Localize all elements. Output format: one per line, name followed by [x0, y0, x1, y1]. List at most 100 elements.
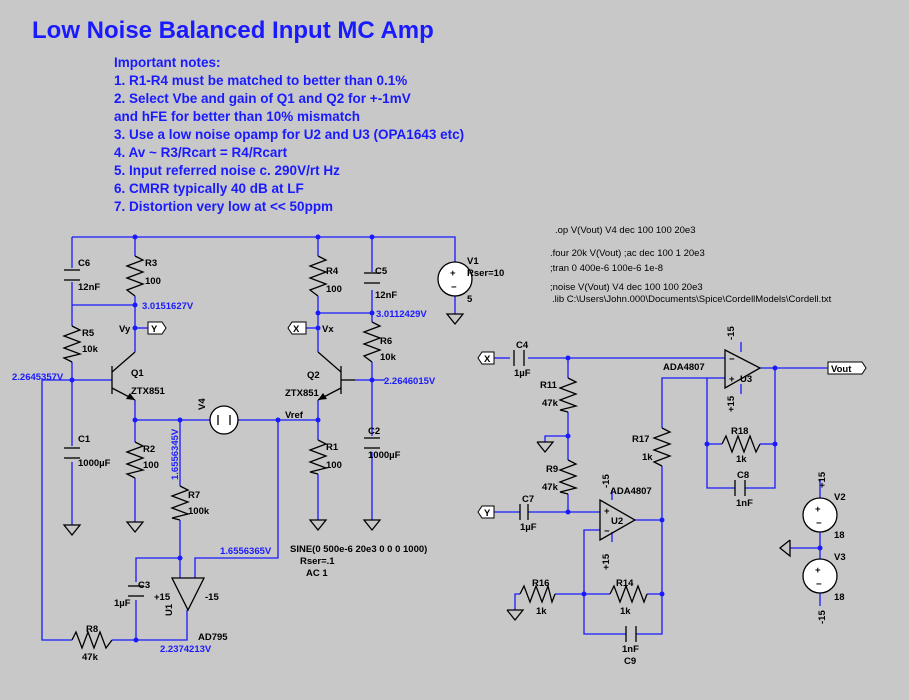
svg-text:−: − [604, 526, 610, 537]
transistor-q2[interactable]: Q2 ZTX851 [285, 351, 355, 401]
resistor-r1[interactable]: R1 100 [308, 439, 342, 475]
u3-label: U3 [740, 374, 752, 385]
note-heading: Important notes: [114, 55, 221, 70]
capacitor-c2[interactable]: C2 1000µF [364, 426, 401, 461]
net-flag-vx: X Vx [287, 321, 334, 335]
directive-tran: ;tran 0 400e-6 100e-6 1e-8 [550, 263, 663, 274]
capacitor-c6[interactable]: C6 12nF [64, 258, 100, 293]
directive-noise: ;noise V(Vout) V4 dec 100 100 20e3 [550, 282, 703, 293]
r6-label: R6 [380, 336, 392, 347]
resistor-r4[interactable]: R4 100 [308, 255, 342, 297]
c9-label: C9 [624, 656, 636, 667]
junction-dots [69, 234, 823, 643]
net-x-right-text: X [484, 354, 491, 365]
r2-value: 100 [143, 460, 159, 471]
note-line-4: 3. Use a low noise opamp for U2 and U3 (… [114, 127, 464, 142]
r17-value: 1k [642, 452, 653, 463]
resistor-r18[interactable]: R18 1k [721, 426, 761, 465]
v4-label: V4 [197, 398, 208, 410]
net-vy-label: Vy [119, 324, 131, 335]
net-y-right-text: Y [484, 508, 491, 519]
resistor-r9[interactable]: R9 47k [542, 459, 579, 495]
v1-label: V1 [467, 256, 479, 267]
v3-label: V3 [834, 552, 846, 563]
c8-value: 1nF [736, 498, 753, 509]
transistor-q1[interactable]: Q1 ZTX851 [111, 351, 166, 401]
resistor-r11[interactable]: R11 47k [540, 377, 579, 413]
resistor-r17[interactable]: R17 1k [632, 427, 672, 467]
r5-label: R5 [82, 328, 95, 339]
net-vout-text: Vout [831, 364, 852, 375]
r7-value: 100k [188, 506, 210, 517]
voltage-source-v1[interactable]: + − V1 Rser=10 5 [437, 256, 504, 305]
r2-label: R2 [143, 444, 155, 455]
voltage-source-v3[interactable]: + − V3 18 -15 [802, 552, 846, 624]
directive-four: .four 20k V(Vout) ;ac dec 100 1 20e3 [550, 248, 705, 259]
net-x-flag-text: X [293, 324, 300, 335]
u1-model: AD795 [198, 632, 228, 643]
directive-op: .op V(Vout) V4 dec 100 100 20e3 [555, 225, 696, 236]
c1-label: C1 [78, 434, 91, 445]
c7-value: 1µF [520, 522, 537, 533]
r8-value: 47k [82, 652, 99, 663]
r11-value: 47k [542, 398, 559, 409]
capacitor-c8[interactable]: C8 1nF [734, 470, 753, 509]
voltage-u1-output: 2.2374213V [160, 644, 212, 655]
capacitor-c7[interactable]: C7 1µF [519, 494, 537, 533]
net-flag-x-right: X [477, 351, 495, 365]
net-flag-vy: Vy Y [119, 321, 167, 335]
v2-label: V2 [834, 492, 846, 503]
resistor-r2[interactable]: R2 100 [125, 441, 159, 479]
voltage-source-v2[interactable]: + − V2 18 +15 [802, 471, 846, 541]
voltage-source-v4[interactable]: V4 [197, 398, 239, 435]
resistor-r7[interactable]: R7 100k [170, 485, 210, 521]
svg-text:−: − [729, 354, 735, 365]
capacitor-c1[interactable]: C1 1000µF [64, 434, 111, 469]
note-line-8: 7. Distortion very low at << 50ppm [114, 199, 333, 214]
r9-label: R9 [546, 464, 558, 475]
svg-text:−: − [816, 518, 822, 529]
r4-label: R4 [326, 266, 339, 277]
c4-label: C4 [516, 340, 529, 351]
resistor-r5[interactable]: R5 10k [62, 325, 99, 363]
r17-label: R17 [632, 434, 649, 445]
u2-label: U2 [611, 516, 623, 527]
c5-label: C5 [375, 266, 388, 277]
r16-value: 1k [536, 606, 547, 617]
r5-value: 10k [82, 344, 99, 355]
u3-pos-supply: +15 [726, 395, 737, 412]
spice-directives: .op V(Vout) V4 dec 100 100 20e3 .four 20… [550, 225, 832, 305]
r11-label: R11 [540, 380, 558, 391]
resistor-r8[interactable]: R8 47k [71, 624, 113, 663]
v4-spec-sine: SINE(0 500e-6 20e3 0 0 0 1000) [290, 544, 427, 555]
v4-spec-rser: Rser=.1 [300, 556, 335, 567]
v2-supply-label: +15 [817, 471, 828, 488]
capacitor-c9[interactable]: 1nF C9 [622, 626, 639, 667]
node-voltages: 3.0151627V 3.0112429V 2.2645357V 2.26460… [12, 301, 436, 655]
r18-value: 1k [736, 454, 747, 465]
capacitor-c4[interactable]: C4 1µF [513, 340, 531, 379]
r3-value: 100 [145, 276, 161, 287]
note-line-7: 6. CMRR typically 40 dB at LF [114, 181, 304, 196]
voltage-q1-emitter: 1.6556345V [170, 428, 181, 480]
opamp-u1[interactable]: +15 -15 U1 AD795 [154, 577, 228, 643]
opamp-u2[interactable]: + − U2 ADA4807 -15 +15 [599, 474, 652, 570]
svg-text:+: + [729, 374, 735, 385]
q1-label: Q1 [131, 368, 144, 379]
net-y-flag-text: Y [151, 324, 158, 335]
resistor-r6[interactable]: R6 10k [362, 321, 397, 363]
resistor-r14[interactable]: R14 1k [609, 578, 648, 617]
capacitor-c3[interactable]: C3 1µF [114, 580, 150, 609]
svg-text:+: + [815, 565, 821, 576]
c6-value: 12nF [78, 282, 100, 293]
r7-label: R7 [188, 490, 200, 501]
r8-label: R8 [86, 624, 98, 635]
capacitor-c5[interactable]: C5 12nF [364, 266, 397, 301]
resistor-r3[interactable]: R3 100 [125, 255, 161, 297]
opamp-u3[interactable]: − + U3 ADA4807 -15 +15 [663, 326, 762, 412]
resistor-r16[interactable]: R16 1k [519, 578, 556, 617]
c3-value: 1µF [114, 598, 131, 609]
q2-model: ZTX851 [285, 388, 320, 399]
r9-value: 47k [542, 482, 559, 493]
voltage-q2-collector: 3.0112429V [376, 309, 427, 320]
